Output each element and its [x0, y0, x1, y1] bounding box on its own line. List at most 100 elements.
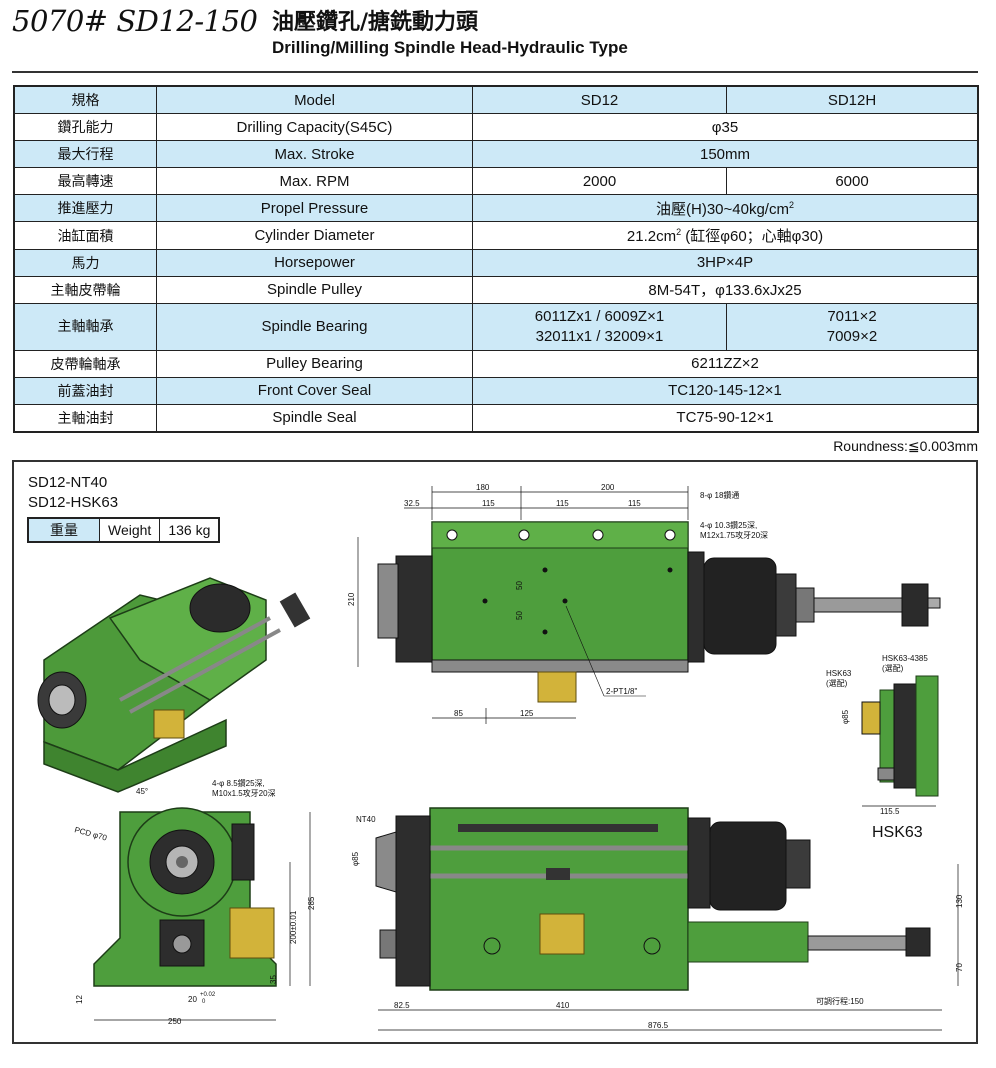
dim-82-5: 82.5 [394, 1001, 410, 1010]
isometric-view [37, 577, 311, 793]
value-post: (缸徑φ60；心軸φ30) [681, 228, 824, 246]
row-value: φ35 [472, 113, 979, 142]
note-side-holes: 4-φ 8.5鑽25深, [212, 778, 265, 788]
table-row: 油缸面積 Cylinder Diameter 21.2cm2 (缸徑φ60；心軸… [13, 221, 979, 250]
dim-115: 115 [628, 499, 641, 508]
drawing-model-hsk63: SD12-HSK63 [28, 494, 119, 511]
row-label-en: Drilling Capacity(S45C) [156, 113, 473, 142]
table-row: 主軸軸承 Spindle Bearing 6011Zx1 / 6009Z×1 32… [13, 302, 979, 351]
weight-value: 136 kg [159, 517, 220, 543]
dim-70: 70 [955, 963, 964, 972]
dim-125: 125 [520, 709, 534, 718]
title-chinese: 油壓鑽孔/搪銑動力頭 [272, 10, 479, 35]
header-zh: 規格 [13, 85, 157, 115]
dim-130: 130 [955, 894, 964, 908]
dim-200-tol: 200±0.01 [289, 910, 298, 944]
row-value-col1: 2000 [472, 167, 727, 196]
row-label-en: Propel Pressure [156, 194, 473, 223]
header-col1: SD12 [472, 85, 727, 115]
hsk63-caption: HSK63 [872, 824, 923, 841]
end-view: 4-φ 8.5鑽25深, M10x1.5攻牙20深 45° PCD φ70 28… [73, 778, 316, 1026]
note-thread: M12x1.75攻牙20深 [700, 530, 768, 540]
title-english: Drilling/Milling Spindle Head-Hydraulic … [272, 38, 628, 57]
row-label-en: Max. RPM [156, 167, 473, 196]
side-view: NT40 φ85 82.5 410 876.5 可調行程:150 130 70 [351, 807, 964, 1031]
spec-table: 規格 Model SD12 SD12H 鑽孔能力 Drilling Capaci… [13, 85, 979, 434]
table-row: 主軸油封 Spindle Seal TC75-90-12×1 [13, 403, 979, 433]
dim-32-5: 32.5 [404, 499, 420, 508]
nt40-label: NT40 [356, 815, 376, 824]
drawing-model-nt40: SD12-NT40 [28, 474, 108, 491]
dim-115: 115 [482, 499, 495, 508]
row-value: 150mm [472, 140, 979, 169]
row-label-zh: 推進壓力 [13, 194, 157, 223]
header-en: Model [156, 85, 473, 115]
dim-180: 180 [476, 483, 490, 492]
hsk63-optional: (選配) [826, 678, 848, 688]
dim-250: 250 [168, 1017, 182, 1026]
dim-115-5: 115.5 [880, 807, 900, 816]
value-sup: 2 [788, 199, 794, 210]
row-label-en: Max. Stroke [156, 140, 473, 169]
row-value-col2: 6000 [726, 167, 979, 196]
header-rule [12, 71, 978, 73]
note-holes-4: 4-φ 10.3鑽25深, [700, 520, 757, 530]
note-side-thread: M10x1.5攻牙20深 [212, 788, 276, 798]
row-label-en: Spindle Pulley [156, 275, 473, 304]
row-value: 21.2cm2 (缸徑φ60；心軸φ30) [472, 221, 979, 250]
table-row: 推進壓力 Propel Pressure 油壓(H)30~40kg/cm2 [13, 194, 979, 223]
row-label-en: Horsepower [156, 248, 473, 277]
note-pt: 2-PT1/8" [606, 687, 637, 696]
table-row: 皮帶輪軸承 Pulley Bearing 6211ZZ×2 [13, 349, 979, 378]
row-label-zh: 主軸軸承 [13, 302, 157, 351]
value-line: 7011×2 [827, 307, 877, 325]
header-col2: SD12H [726, 85, 979, 115]
dim-85: 85 [454, 709, 463, 718]
hsk63-detail: HSK63 (選配) HSK63-4385 (選配) φ85 115.5 [826, 654, 939, 816]
row-value: 6211ZZ×2 [472, 349, 979, 378]
row-label-zh: 鑽孔能力 [13, 113, 157, 142]
dim-20-tol-lower: 0 [202, 999, 206, 1005]
dim-410: 410 [556, 1001, 570, 1010]
row-label-en: Spindle Bearing [156, 302, 473, 351]
row-value: 油壓(H)30~40kg/cm2 [472, 194, 979, 223]
value-line: 6011Zx1 / 6009Z×1 [534, 307, 665, 325]
row-label-en: Pulley Bearing [156, 349, 473, 378]
top-view: 180 200 32.5 115 115 115 8-φ 18鑽通 4-φ 10… [347, 483, 941, 724]
dim-876-5: 876.5 [648, 1021, 669, 1030]
dim-12: 12 [75, 995, 84, 1004]
hsk63-label: HSK63 [826, 669, 852, 678]
row-label-zh: 主軸皮帶輪 [13, 275, 157, 304]
dim-210: 210 [347, 592, 356, 606]
row-label-zh: 最大行程 [13, 140, 157, 169]
dim-pcd: PCD φ70 [73, 825, 108, 842]
row-value: 8M-54T，φ133.6xJx25 [472, 275, 979, 304]
row-label-zh: 馬力 [13, 248, 157, 277]
dim-50: 50 [515, 611, 524, 620]
weight-table: 重量 Weight 136 kg [27, 517, 221, 543]
hsk-phi85: φ85 [841, 709, 850, 724]
roundness-note: Roundness:≦0.003mm [833, 438, 978, 454]
row-label-zh: 油缸面積 [13, 221, 157, 250]
value-text: 油壓(H)30~40kg/cm [656, 200, 789, 218]
note-holes-8: 8-φ 18鑽通 [700, 490, 739, 500]
row-value-col1: 6011Zx1 / 6009Z×1 32011x1 / 32009×1 [472, 302, 727, 351]
table-header-row: 規格 Model SD12 SD12H [13, 85, 979, 115]
dim-200: 200 [601, 483, 615, 492]
hsk63-part: HSK63-4385 [882, 654, 928, 663]
dim-stroke: 可調行程:150 [816, 996, 864, 1006]
table-row: 主軸皮帶輪 Spindle Pulley 8M-54T，φ133.6xJx25 [13, 275, 979, 304]
dim-115: 115 [556, 499, 569, 508]
hsk63-optional-2: (選配) [882, 663, 904, 673]
weight-label-en: Weight [98, 517, 161, 543]
dim-35: 35 [269, 975, 278, 984]
dim-45deg: 45° [136, 787, 148, 796]
row-label-en: Front Cover Seal [156, 376, 473, 405]
model-code: 5070# SD12-150 [12, 4, 258, 38]
row-label-zh: 主軸油封 [13, 403, 157, 433]
weight-label-zh: 重量 [27, 517, 100, 543]
value-line: 32011x1 / 32009×1 [535, 327, 664, 345]
row-value: TC120-145-12×1 [472, 376, 979, 405]
